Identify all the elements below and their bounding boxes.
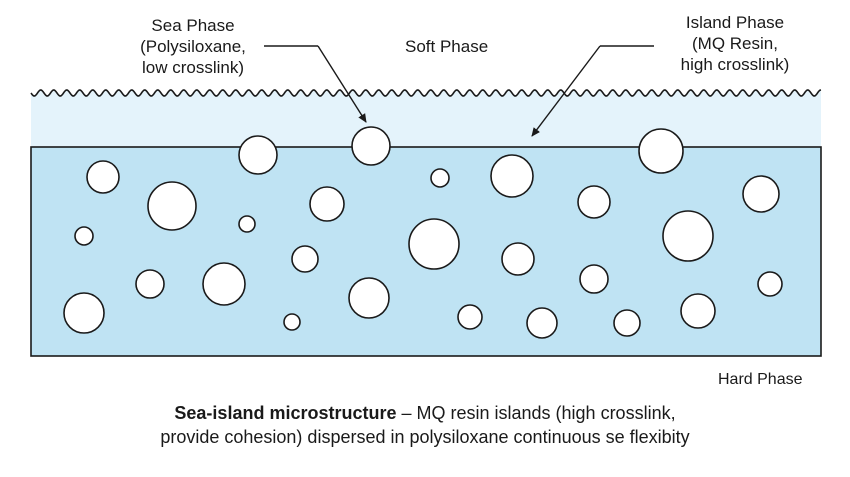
soft-phase-layer — [31, 90, 821, 147]
island-circle — [579, 264, 609, 294]
island-circle — [351, 126, 391, 166]
caption-bold-title: Sea-island microstructure — [174, 403, 397, 423]
figure-caption: Sea-island microstructure – MQ resin isl… — [0, 401, 850, 449]
island-phase-label-line3: high crosslink) — [680, 55, 790, 74]
island-circle — [309, 186, 345, 222]
island-circle — [63, 292, 105, 334]
leader-lines — [264, 45, 654, 137]
island-phase-label-line1: Island Phase — [685, 13, 785, 32]
sea-phase-leader-arrow — [317, 45, 367, 123]
island-circle — [135, 269, 165, 299]
island-phase-leader-arrow — [531, 45, 601, 137]
island-circle — [501, 242, 535, 276]
island-circle — [613, 309, 641, 337]
soft-phase-wavy-surface — [30, 89, 822, 97]
island-circle — [238, 215, 256, 233]
island-circle — [238, 135, 278, 175]
island-circle — [457, 304, 483, 330]
sea-phase-label-line1: Sea Phase — [151, 16, 235, 35]
island-circle — [757, 271, 783, 297]
island-circle — [526, 307, 558, 339]
island-circle — [408, 218, 460, 270]
caption-line1: Sea-island microstructure – MQ resin isl… — [0, 401, 850, 425]
island-circle — [74, 226, 94, 246]
island-circle — [86, 160, 120, 194]
caption-line2: provide cohesion) dispersed in polysilox… — [160, 427, 690, 447]
island-circle — [430, 168, 450, 188]
sea-phase-label-line2: (Polysiloxane, — [140, 37, 246, 56]
island-circle — [147, 181, 197, 231]
island-phase-label-line2: (MQ Resin, — [692, 34, 778, 53]
soft-phase-label: Soft Phase — [405, 37, 489, 56]
island-phase-label: Island Phase (MQ Resin, high crosslink) — [655, 12, 815, 75]
island-circle — [202, 262, 246, 306]
caption-line1-rest: – MQ resin islands (high crosslink, — [396, 403, 676, 423]
island-circle — [638, 128, 684, 174]
island-circle — [742, 175, 780, 213]
hard-phase-label: Hard Phase — [718, 371, 803, 388]
sea-phase-label: Sea Phase (Polysiloxane, low crosslink) — [118, 15, 268, 78]
island-circle — [291, 245, 319, 273]
sea-phase-label-line3: low crosslink) — [141, 58, 245, 77]
island-circle — [577, 185, 611, 219]
island-circle — [662, 210, 714, 262]
island-circle — [680, 293, 716, 329]
island-group — [63, 126, 783, 339]
island-circle — [490, 154, 534, 198]
island-circle — [348, 277, 390, 319]
island-circle — [283, 313, 301, 331]
